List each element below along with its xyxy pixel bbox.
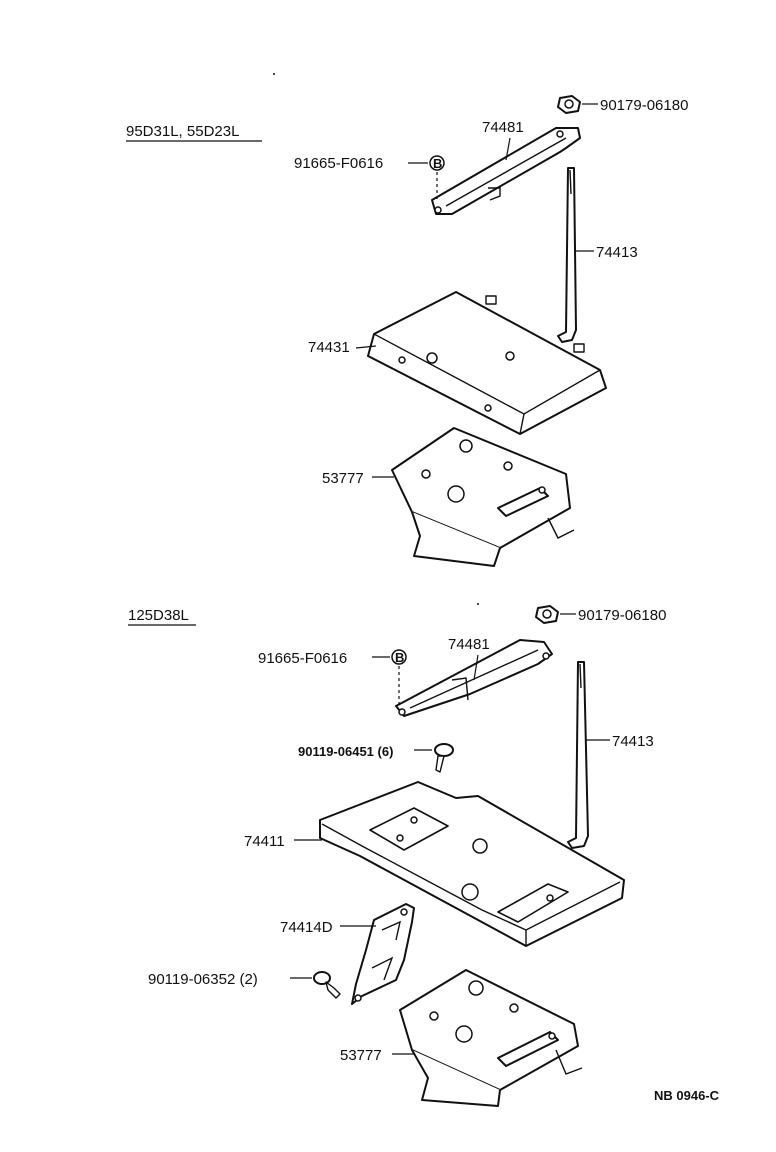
bolt-marker-2: B [395, 650, 404, 665]
bolt-marker-1: B [433, 156, 442, 171]
label-nut-2: 90179-06180 [578, 607, 666, 624]
nut-icon [535, 605, 559, 624]
leader-clamp-1 [505, 137, 511, 161]
battery-tray-icon [367, 291, 607, 435]
leader-clamp-2 [473, 654, 479, 681]
tray-bracket-icon [391, 427, 575, 567]
hold-down-rod-icon [557, 167, 577, 343]
scan-speck [273, 73, 275, 75]
screw-icon [434, 743, 454, 773]
section-2: 125D38L 90179-06180 74481 91665-F0616 B [128, 605, 666, 1107]
bolt-marker-icon: B [391, 649, 407, 665]
reference-code: NB 0946-C [654, 1088, 720, 1103]
label-bolt-2: 91665-F0616 [258, 650, 347, 667]
label-rod-2: 74413 [612, 733, 654, 750]
label-screw-1: 90119-06451 (6) [298, 744, 393, 759]
battery-clamp-icon [431, 127, 581, 215]
label-bracket-2: 53777 [340, 1047, 382, 1064]
section-2-header: 125D38L [128, 607, 189, 624]
leader-tray-1 [355, 345, 377, 349]
label-stay: 74414D [280, 919, 333, 936]
section-1-header: 95D31L, 55D23L [126, 123, 239, 140]
scan-speck [477, 603, 479, 605]
label-tray-2: 74411 [244, 833, 285, 850]
hold-down-rod-icon [567, 661, 589, 849]
section-1: 95D31L, 55D23L 90179-06180 74481 91665-F… [126, 95, 688, 567]
tray-bracket-icon [399, 969, 583, 1107]
label-bolt-1: 91665-F0616 [294, 155, 383, 172]
label-tray-1: 74431 [308, 339, 350, 356]
label-screw-2: 90119-06352 (2) [148, 971, 258, 988]
label-clamp-2: 74481 [448, 636, 490, 653]
label-bracket-1: 53777 [322, 470, 364, 487]
tray-stay-icon [351, 903, 415, 1005]
label-nut-1: 90179-06180 [600, 97, 688, 114]
nut-icon [557, 95, 581, 114]
label-rod-1: 74413 [596, 244, 638, 261]
label-clamp-1: 74481 [482, 119, 524, 136]
screw-icon [313, 971, 341, 999]
bolt-marker-icon: B [429, 155, 445, 171]
battery-tray-icon [319, 781, 625, 947]
